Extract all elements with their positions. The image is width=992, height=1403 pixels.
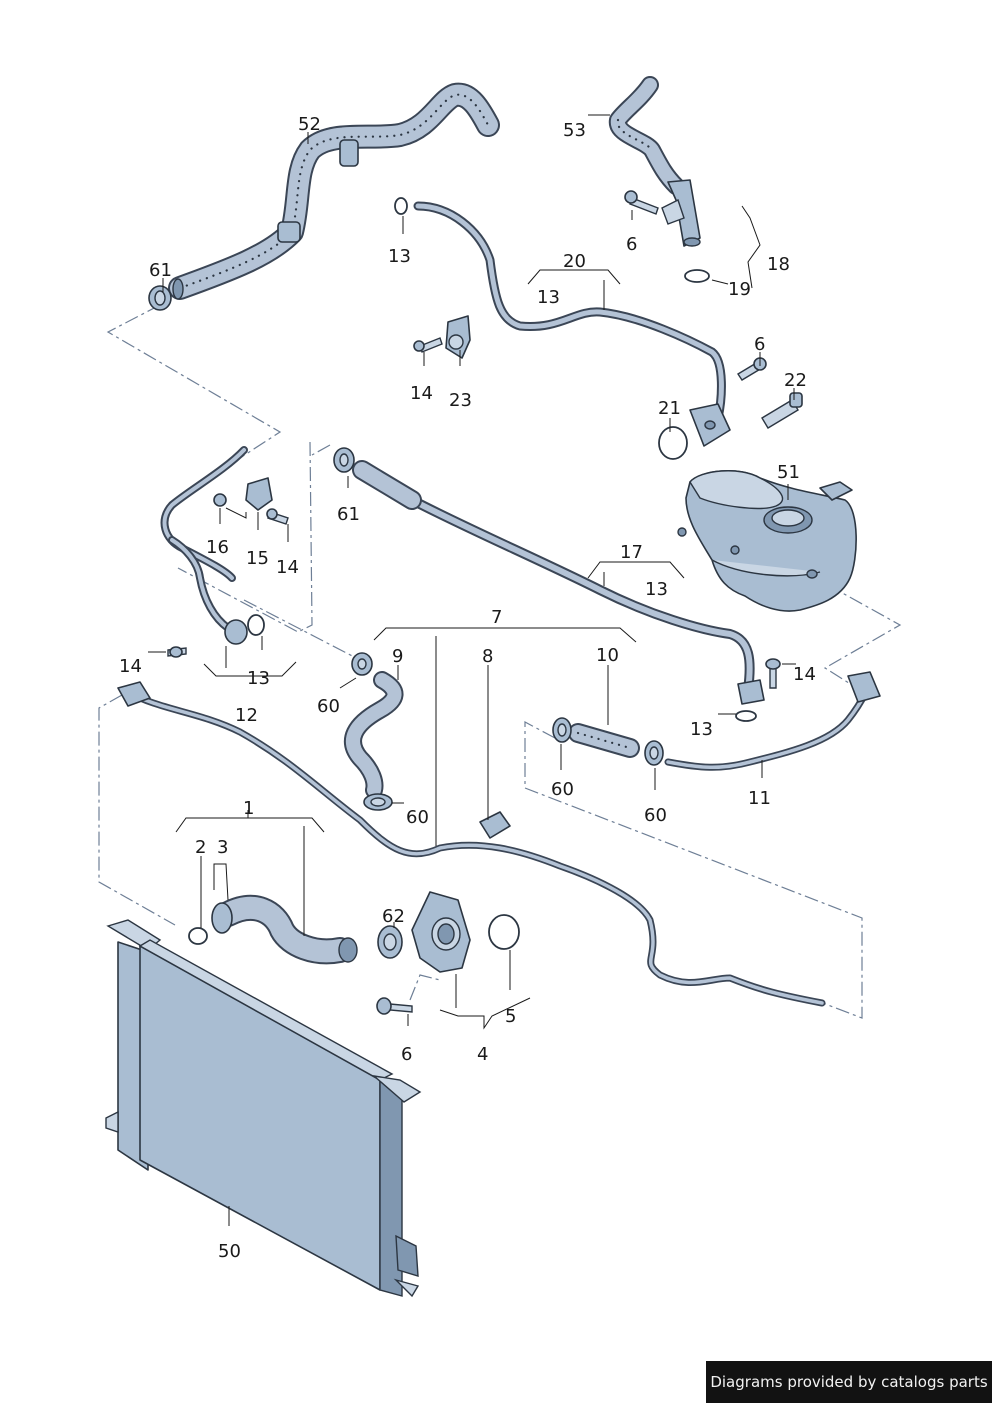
expansion-tank-51	[677, 469, 857, 612]
bolt-14d	[765, 658, 781, 689]
flange-21	[689, 403, 731, 447]
clamp-62	[377, 925, 403, 959]
callout-6: 6	[626, 234, 637, 255]
callout-3: 3	[217, 837, 228, 858]
callout-17: 17	[620, 542, 643, 563]
callout-60: 60	[551, 779, 574, 800]
callout-2: 2	[195, 837, 206, 858]
callout-53: 53	[563, 120, 586, 141]
callout-11: 11	[748, 788, 771, 809]
callout-1: 1	[243, 798, 254, 819]
o-ring-2	[188, 927, 208, 945]
pipe-11	[664, 671, 881, 771]
hose-53	[609, 76, 685, 195]
callout-14: 14	[793, 664, 816, 685]
o-ring-21	[658, 426, 688, 460]
clamp-61-upper	[148, 285, 172, 311]
o-ring-19	[684, 269, 710, 283]
o-ring-13d	[735, 710, 757, 722]
bolt-6a	[624, 190, 659, 215]
bolt-14c	[167, 646, 187, 658]
hose-52	[168, 82, 500, 300]
callout-9: 9	[392, 646, 403, 667]
callout-22: 22	[784, 370, 807, 391]
callout-13: 13	[645, 579, 668, 600]
pipe-12	[117, 681, 826, 1007]
callout-61: 61	[337, 504, 360, 525]
flange-4	[411, 891, 471, 973]
clip-23	[445, 315, 471, 359]
callout-20: 20	[563, 251, 586, 272]
callout-61: 61	[149, 260, 172, 281]
callout-60: 60	[644, 805, 667, 826]
callout-15: 15	[246, 548, 269, 569]
clamp-60a	[351, 652, 373, 676]
callout-13: 13	[247, 668, 270, 689]
bolt-14b	[266, 508, 289, 525]
pipe-13-left	[160, 446, 265, 645]
callout-52: 52	[298, 114, 321, 135]
sensor-22	[761, 392, 803, 429]
radiator-50	[105, 919, 422, 1298]
callout-13: 13	[537, 287, 560, 308]
clamp-61-lower	[333, 447, 355, 473]
callout-6: 6	[401, 1044, 412, 1065]
callout-13: 13	[388, 246, 411, 267]
clip-3	[213, 863, 229, 901]
dashed-connectors	[98, 304, 902, 1019]
callout-60: 60	[317, 696, 340, 717]
callout-23: 23	[449, 390, 472, 411]
callout-14: 14	[276, 557, 299, 578]
callout-62: 62	[382, 906, 405, 927]
pipe-17	[352, 460, 765, 705]
clamp-60d	[644, 740, 664, 766]
clamp-60b	[363, 793, 393, 811]
connector-18	[661, 179, 701, 247]
callout-13: 13	[690, 719, 713, 740]
callout-51: 51	[777, 462, 800, 483]
clamp-60c	[552, 717, 572, 743]
bolt-14a	[413, 337, 443, 353]
hose-10	[568, 723, 640, 758]
callout-60: 60	[406, 807, 429, 828]
bolt-6b	[737, 357, 767, 381]
hose-1	[211, 894, 358, 965]
pipe-20	[394, 197, 726, 423]
o-ring-5	[488, 914, 520, 950]
leader-lines	[148, 114, 796, 1226]
callout-8: 8	[482, 646, 493, 667]
clip-15	[245, 477, 273, 511]
callout-10: 10	[596, 645, 619, 666]
callout-18: 18	[767, 254, 790, 275]
callout-21: 21	[658, 398, 681, 419]
callout-6: 6	[754, 334, 765, 355]
callout-labels: 52 53 61 13 6 18 19 20 13 14 23 6 22 21 …	[119, 114, 816, 1262]
credit-text: Diagrams provided by catalogs parts	[710, 1373, 988, 1391]
callout-7: 7	[491, 607, 502, 628]
clip-8	[479, 811, 511, 839]
callout-16: 16	[206, 537, 229, 558]
callout-14: 14	[410, 383, 433, 404]
callout-14: 14	[119, 656, 142, 677]
credit-banner: Diagrams provided by catalogs parts	[706, 1361, 992, 1403]
callout-50: 50	[218, 1241, 241, 1262]
callout-5: 5	[505, 1006, 516, 1027]
callout-19: 19	[728, 279, 751, 300]
callout-4: 4	[477, 1044, 488, 1065]
bolt-6c	[376, 997, 413, 1015]
callout-12: 12	[235, 705, 258, 726]
hose-9	[344, 671, 404, 799]
nut-16	[213, 493, 227, 507]
